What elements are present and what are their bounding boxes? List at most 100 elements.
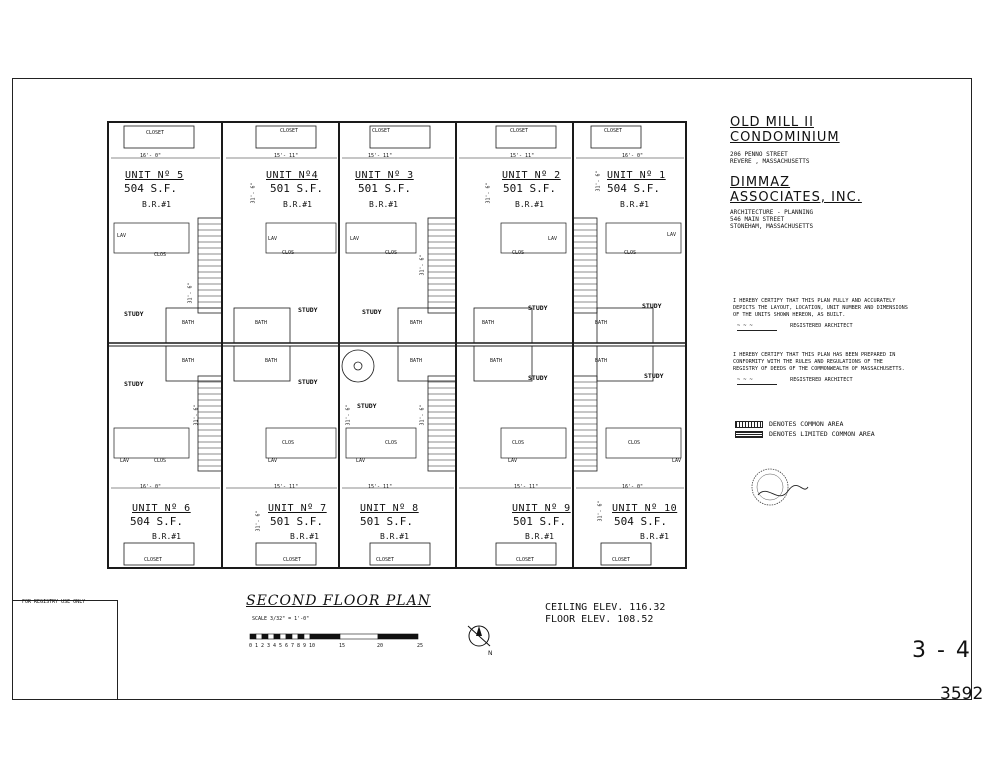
bath-label: BATH (482, 320, 495, 326)
registry-label: FOR REGISTRY USE ONLY (22, 599, 86, 605)
unit-4-closet: CLOSET (280, 128, 299, 134)
architect-line2: 546 MAIN STREET (730, 216, 785, 223)
unit-10-br: B.R.#1 (640, 532, 669, 541)
unit-9-width: 15'- 11" (514, 484, 539, 490)
unit-5-br: B.R.#1 (142, 200, 171, 209)
ceiling-elevation: CEILING ELEV. 116.32 (545, 602, 666, 613)
legend-limited-common-area: DENOTES LIMITED COMMON AREA (735, 430, 875, 438)
unit-9-name: UNIT Nº 9 (512, 503, 571, 514)
depth-dimension: 31'- 6" (597, 500, 604, 522)
unit-1-name: UNIT Nº 1 (607, 170, 666, 181)
unit-5-area: 504 S.F. (124, 182, 177, 195)
unit-2-area: 501 S.F. (503, 182, 556, 195)
floor-elevation: FLOOR ELEV. 108.52 (545, 614, 654, 625)
bath-label: BATH (595, 320, 608, 326)
unit-4-width: 15'- 11" (274, 153, 299, 159)
unit-1-width: 16'- 0" (622, 153, 644, 159)
clos-label: CLOS (282, 440, 295, 446)
scale-tick-label: 9 (303, 643, 306, 649)
lav-label: LAV (548, 236, 558, 242)
clos-label: CLOS (512, 440, 525, 446)
scale-segment (303, 633, 311, 640)
unit-7-closet: CLOSET (283, 557, 302, 563)
scale-segment (285, 633, 293, 640)
scale-tick-label: 6 (285, 643, 288, 649)
architect-seal (751, 468, 809, 506)
book-number: 3592 (940, 684, 984, 704)
scale-tick-label: 3 (267, 643, 270, 649)
clos-label: CLOS (154, 252, 167, 258)
unit-3-closet: CLOSET (372, 128, 391, 134)
unit-3-width: 15'- 11" (368, 153, 393, 159)
unit-7-area: 501 S.F. (270, 515, 323, 528)
unit-9-area: 501 S.F. (513, 515, 566, 528)
unit-4-name: UNIT Nº4 (266, 170, 319, 181)
scale-segment (339, 633, 379, 640)
study-label: STUDY (644, 372, 664, 380)
unit-1-area: 504 S.F. (607, 182, 660, 195)
scale-segment (309, 633, 341, 640)
lav-label: LAV (672, 458, 682, 464)
depth-dimension: 31'- 6" (187, 282, 194, 304)
unit-5-closet: CLOSET (146, 130, 165, 136)
depth-dimension: 31'- 6" (595, 170, 602, 192)
lav-label: LAV (117, 233, 127, 239)
unit-7-width: 15'- 11" (274, 484, 299, 490)
unit-4-area: 501 S.F. (270, 182, 323, 195)
unit-8-name: UNIT Nº 8 (360, 503, 419, 514)
unit-3-area: 501 S.F. (358, 182, 411, 195)
bath-label: BATH (182, 358, 195, 364)
unit-6-area: 504 S.F. (130, 515, 183, 528)
depth-dimension: 31'- 6" (345, 404, 352, 426)
bath-label: BATH (410, 320, 423, 326)
unit-10-name: UNIT Nº 10 (612, 503, 678, 514)
unit-10-area: 504 S.F. (614, 515, 667, 528)
project-address-line2: REVERE , MASSACHUSETTS (730, 158, 810, 165)
unit-3-name: UNIT Nº 3 (355, 170, 414, 181)
bath-label: BATH (490, 358, 503, 364)
certification-2-text: I HEREBY CERTIFY THAT THIS PLAN HAS BEEN… (733, 352, 905, 372)
north-arrow-icon: N (467, 625, 493, 657)
study-label: STUDY (298, 306, 318, 314)
architect-line1: ARCHITECTURE - PLANNING (730, 209, 814, 216)
study-label: STUDY (528, 304, 548, 312)
lav-label: LAV (356, 458, 366, 464)
limited-common-area-swatch (735, 430, 763, 438)
scale-segment (291, 633, 299, 640)
unit-5-width: 16'- 0" (140, 153, 162, 159)
depth-dimension: 31'- 6" (255, 510, 262, 532)
project-name-line1: OLD MILL II (730, 115, 814, 130)
depth-dimension: 31'- 6" (250, 182, 257, 204)
bath-label: BATH (410, 358, 423, 364)
study-label: STUDY (298, 378, 318, 386)
project-address-line1: 206 PENNO STREET (730, 151, 788, 158)
lav-label: LAV (667, 232, 677, 238)
signature: ~ ~ ~ (737, 377, 777, 385)
unit-8-br: B.R.#1 (380, 532, 409, 541)
legend-limited-label: DENOTES LIMITED COMMON AREA (769, 430, 875, 438)
unit-8-closet: CLOSET (376, 557, 395, 563)
common-area-swatch (735, 420, 763, 428)
clos-label: CLOS (512, 250, 525, 256)
scale-tick-label: 4 (273, 643, 276, 649)
study-label: STUDY (124, 310, 144, 318)
unit-7-br: B.R.#1 (290, 532, 319, 541)
drawing-sheet-border (12, 78, 972, 700)
bath-label: BATH (595, 358, 608, 364)
plan-title: SECOND FLOOR PLAN (246, 593, 431, 609)
study-label: STUDY (642, 302, 662, 310)
unit-6-width: 16'- 0" (140, 484, 162, 490)
scale-tick-label: 15 (339, 643, 345, 649)
certification-2-role: REGISTERED ARCHITECT (790, 377, 853, 383)
unit-8-area: 501 S.F. (360, 515, 413, 528)
depth-dimension: 31'- 6" (485, 182, 492, 204)
scale-segment (261, 633, 269, 640)
clos-label: CLOS (154, 458, 167, 464)
bath-label: BATH (255, 320, 268, 326)
unit-2-closet: CLOSET (510, 128, 529, 134)
study-label: STUDY (362, 308, 382, 316)
lav-label: LAV (508, 458, 518, 464)
architect-name-line1: DIMMAZ (730, 175, 791, 190)
lav-label: LAV (268, 458, 278, 464)
north-label: N (488, 650, 493, 657)
